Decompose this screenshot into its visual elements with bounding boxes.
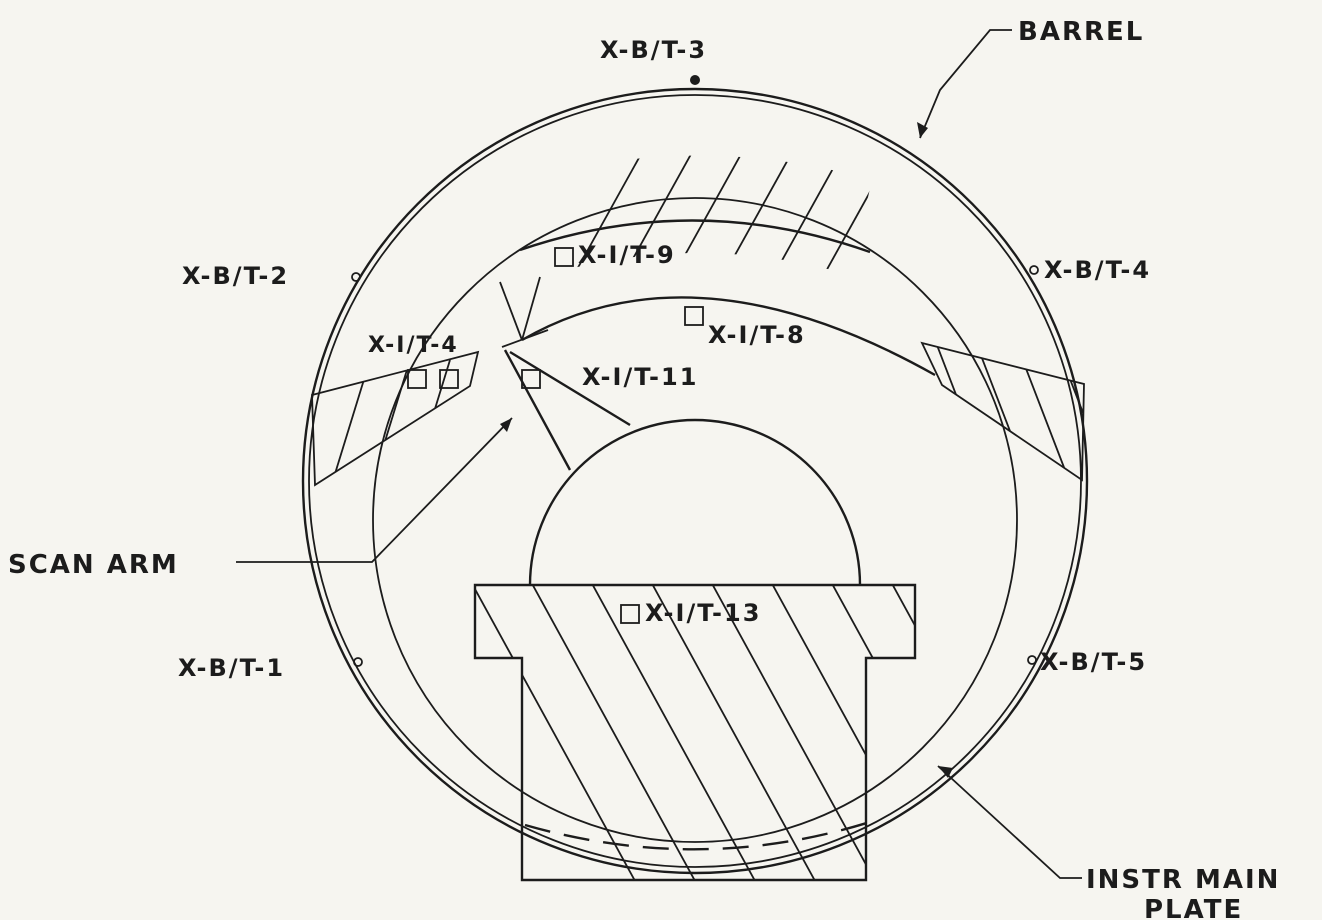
sensor-label-xbt4: X-B/T-4 (1044, 256, 1151, 284)
sensor-label-xbt5: X-B/T-5 (1040, 648, 1147, 676)
sensor-dot-xbt4 (1029, 265, 1039, 275)
sensor-label-xbt1: X-B/T-1 (178, 654, 285, 682)
barrel-sensor-points (351, 75, 1039, 667)
scan-arm-label: SCAN ARM (8, 550, 179, 580)
sensor-label-xit4: X-I/T-4 (368, 333, 459, 358)
instr-main-plate-label-line1: INSTR MAIN (1086, 865, 1280, 895)
sensor-dot-xbt3 (690, 75, 700, 85)
sensor-label-xit9: X-I/T-9 (578, 241, 676, 269)
barrel-outline (301, 87, 1089, 875)
sensor-box-xit4b (439, 369, 459, 389)
sensor-box-xit4 (407, 369, 427, 389)
sensor-label-xbt3: X-B/T-3 (600, 36, 707, 64)
instr-main-plate-shape (473, 583, 917, 882)
central-dome (528, 418, 862, 586)
barrel-label: BARREL (1018, 17, 1144, 47)
sensor-dot-xbt5 (1027, 655, 1037, 665)
leader-lines (236, 29, 1082, 879)
sensor-box-xit13 (620, 604, 640, 624)
sensor-label-xbt2: X-B/T-2 (182, 262, 289, 290)
instr-main-plate-label-line2: PLATE (1144, 895, 1243, 920)
right-wedge (920, 341, 1085, 482)
sensor-label-xit8: X-I/T-8 (708, 321, 806, 349)
sensor-dot-xbt2 (351, 272, 361, 282)
sensor-box-xit11 (521, 369, 541, 389)
sensor-label-xit13: X-I/T-13 (645, 599, 761, 627)
internal-sensor-points (407, 247, 704, 624)
inner-circle (372, 197, 1018, 843)
sensor-box-xit8 (684, 306, 704, 326)
sensor-label-xit11: X-I/T-11 (582, 363, 698, 391)
sensor-labels: X-B/T-3 X-B/T-2 X-B/T-4 X-B/T-1 X-B/T-5 … (178, 36, 1151, 682)
sensor-box-xit9 (554, 247, 574, 267)
scan-arm-shape (501, 329, 631, 471)
component-labels: BARREL SCAN ARM INSTR MAIN PLATE (8, 17, 1280, 920)
sensor-dot-xbt1 (353, 657, 363, 667)
